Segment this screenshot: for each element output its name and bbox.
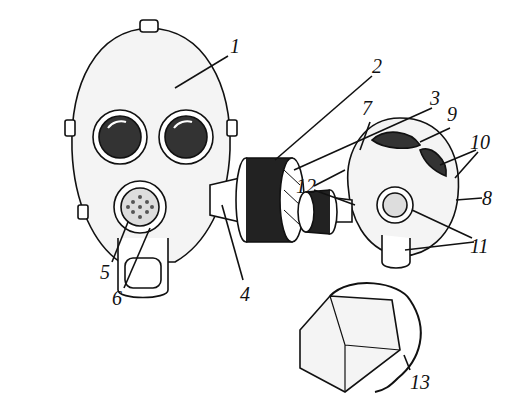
callout-number: 7	[362, 98, 372, 118]
callout-number: 6	[112, 288, 122, 308]
callout-number: 12	[296, 176, 316, 196]
callout-number: 10	[470, 132, 490, 152]
callout-number: 5	[100, 262, 110, 282]
callout-number: 11	[470, 236, 489, 256]
callout-number: 13	[410, 372, 430, 392]
callout-number: 3	[430, 88, 440, 108]
callout-number: 1	[230, 36, 240, 56]
callout-number: 4	[240, 284, 250, 304]
callout-number: 2	[372, 56, 382, 76]
callout-number: 9	[447, 104, 457, 124]
callout-number: 8	[482, 188, 492, 208]
